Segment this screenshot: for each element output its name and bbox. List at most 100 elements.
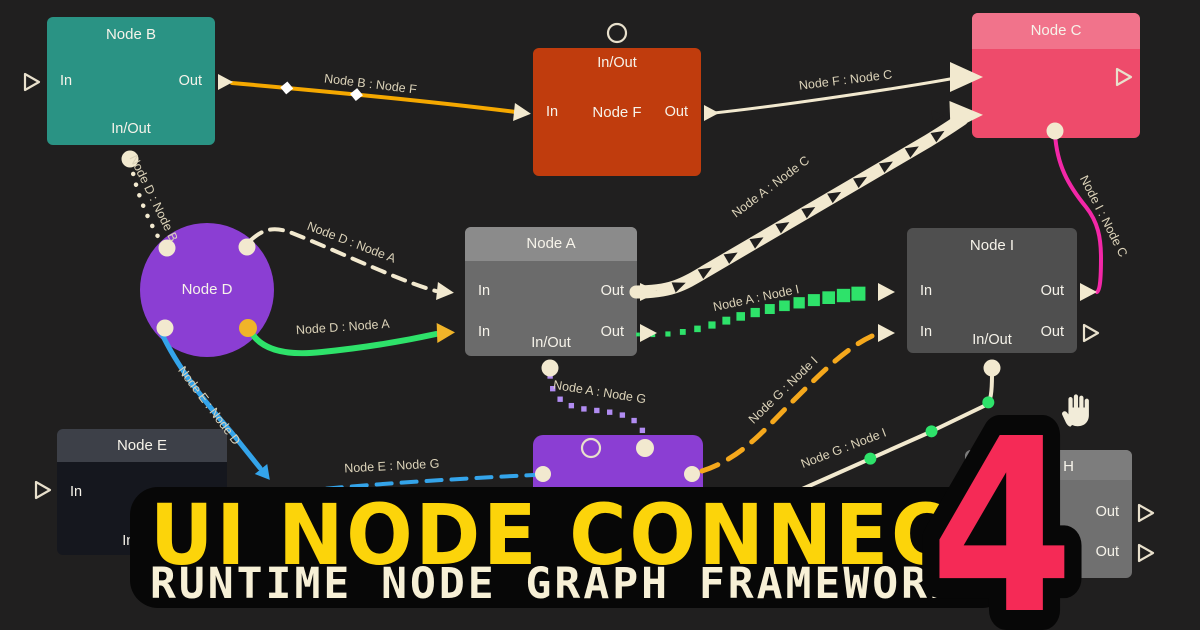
edge-nodeF-nodeC[interactable] (712, 77, 952, 115)
port-dot-inout[interactable] (1046, 122, 1064, 140)
edge-marker (851, 286, 866, 301)
edge-marker (736, 312, 746, 321)
port-arrow-in[interactable] (950, 62, 983, 92)
hand-cursor-icon (1062, 394, 1089, 427)
edge-marker (878, 161, 893, 173)
port-label-out: Out (1095, 504, 1119, 520)
edge-marker (665, 331, 671, 337)
node-b[interactable]: Node B In Out In/Out (47, 17, 215, 145)
port-label-out: Out (600, 283, 624, 299)
edge-nodeE-nodeD[interactable] (159, 331, 263, 471)
port-dot-inout[interactable] (121, 150, 139, 168)
node-header (972, 13, 1140, 49)
edge-nodeA-nodeC[interactable] (629, 112, 969, 299)
node-title: Node D (181, 281, 233, 298)
edge-marker (708, 321, 716, 329)
port-ring-inout[interactable] (606, 22, 628, 44)
promo-banner: UI NODE CONNECT RUNTIME NODE GRAPH FRAME… (130, 487, 1010, 608)
port-dot-amber[interactable] (239, 319, 257, 337)
edge-marker (694, 325, 701, 333)
edge-label: Node E : Node D (175, 364, 243, 448)
edge-nodeD-nodeA-green[interactable] (247, 327, 439, 357)
edge-marker (568, 402, 575, 409)
edge-marker (557, 396, 563, 402)
node-i[interactable]: Node I In Out In Out In/Out (907, 228, 1077, 353)
port-triangle-out[interactable] (1082, 323, 1100, 343)
port-label-in: In (920, 324, 933, 340)
node-header (965, 450, 1132, 480)
edge-label: Node A : Node G (552, 378, 647, 407)
port-ring-inout[interactable] (580, 437, 602, 459)
edge-marker (679, 329, 686, 335)
port-dot[interactable] (158, 239, 176, 257)
edge-marker (822, 291, 836, 305)
port-arrow-out[interactable] (704, 105, 719, 121)
port-dot[interactable] (684, 466, 700, 482)
port-dot[interactable] (156, 319, 174, 337)
port-arrow-out[interactable] (640, 283, 659, 301)
edge-marker (280, 81, 294, 95)
port-arrow-out[interactable] (640, 324, 657, 342)
port-dot[interactable] (636, 439, 654, 457)
edge-label: Node G : Node I (799, 426, 888, 471)
port-arrow-out[interactable] (1080, 283, 1097, 301)
edge-marker (749, 237, 764, 249)
port-label-out: Out (664, 104, 688, 120)
node-title: Node C (1030, 22, 1082, 39)
port-label-inout: In/Out (531, 335, 571, 351)
edge-marker (853, 176, 868, 189)
port-label-out: Out (600, 324, 624, 340)
port-label-in: In (478, 324, 491, 340)
edge-marker (864, 452, 877, 465)
node-title: Node F (592, 104, 642, 121)
node-title: Node E (116, 437, 168, 454)
edge-marker (827, 191, 842, 204)
port-arrow-in[interactable] (513, 103, 532, 123)
edge-marker (550, 385, 556, 392)
edge-marker (931, 110, 944, 122)
port-triangle-out[interactable] (1115, 67, 1133, 87)
port-triangle-out[interactable] (1137, 543, 1155, 563)
port-triangle-in[interactable] (34, 480, 52, 500)
node-header (465, 227, 637, 261)
edge-marker (793, 297, 805, 309)
edge-nodeD-nodeA-dashed[interactable] (249, 227, 438, 293)
edge-nodeD-nodeB-dotted[interactable] (128, 160, 163, 243)
port-arrow-in[interactable] (436, 322, 456, 343)
node-f[interactable]: In/Out Node F In Out (533, 48, 701, 176)
node-c[interactable]: Node C (972, 13, 1140, 138)
port-arrow-in[interactable] (878, 283, 895, 301)
port-arrow-out[interactable] (218, 74, 233, 90)
node-title: Node B (105, 26, 157, 43)
edge-marker (631, 417, 637, 424)
port-dot-inout[interactable] (541, 359, 559, 377)
banner-subtitle: RUNTIME NODE GRAPH FRAMEWORK (150, 559, 959, 609)
node-title: Node H (1023, 458, 1074, 475)
port-dot[interactable] (238, 238, 256, 256)
edge-marker (982, 396, 995, 409)
edge-label: Node G : Node I (746, 354, 821, 427)
edge-marker (349, 88, 363, 102)
port-dot-inout[interactable] (983, 359, 1001, 377)
port-label-inout: In/Out (111, 121, 151, 137)
node-a[interactable]: Node A In Out In Out In/Out (465, 227, 637, 356)
port-arrow-in[interactable] (878, 324, 895, 342)
edge-nodeG-nodeI-dashed[interactable] (699, 333, 875, 474)
edge-label: Node I : Node C (1077, 173, 1130, 259)
edge-marker (636, 332, 640, 337)
edge-marker (581, 406, 587, 412)
edge-marker (779, 300, 790, 312)
edge-nodeB-nodeF[interactable] (230, 81, 518, 114)
edge-marker (775, 222, 790, 234)
edge-marker (750, 307, 760, 318)
edge-marker (723, 252, 738, 264)
port-dot[interactable] (535, 466, 551, 482)
port-arrow-in[interactable] (436, 282, 455, 302)
port-label-inout: In/Out (1028, 557, 1069, 573)
port-label-out: Out (1040, 324, 1064, 340)
port-triangle-out[interactable] (1137, 503, 1155, 523)
edge-nodeI-nodeC[interactable] (1053, 132, 1103, 294)
port-triangle-in[interactable] (23, 72, 41, 92)
port-arrow-in[interactable] (949, 100, 983, 131)
